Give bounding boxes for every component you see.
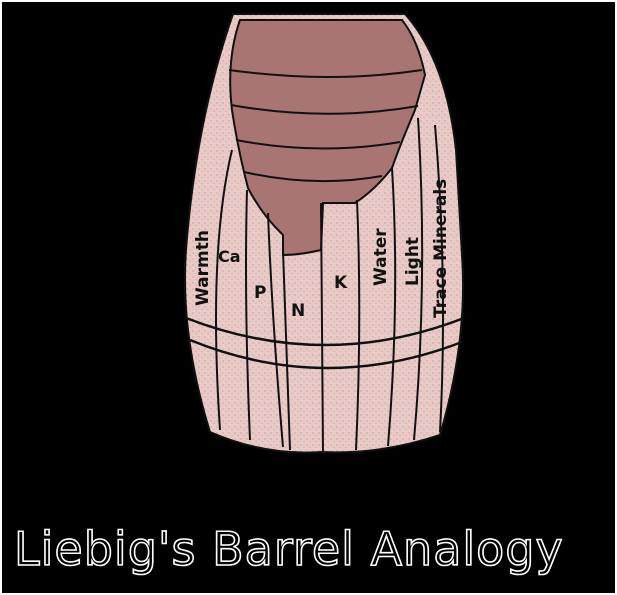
stave-label-n: N [291,301,305,321]
stave-label-p: P [254,283,266,303]
barrel-illustration [185,14,464,453]
stave-label-ca: Ca [218,247,241,266]
stave-label-water: Water [371,228,391,286]
diagram-caption: Liebig's Barrel Analogy [14,514,614,584]
stave-label-light: Light [403,237,423,286]
stave-label-trace-minerals: Trace Minerals [431,179,451,318]
stave-label-warmth: Warmth [193,230,213,306]
stave-label-k: K [334,273,348,293]
